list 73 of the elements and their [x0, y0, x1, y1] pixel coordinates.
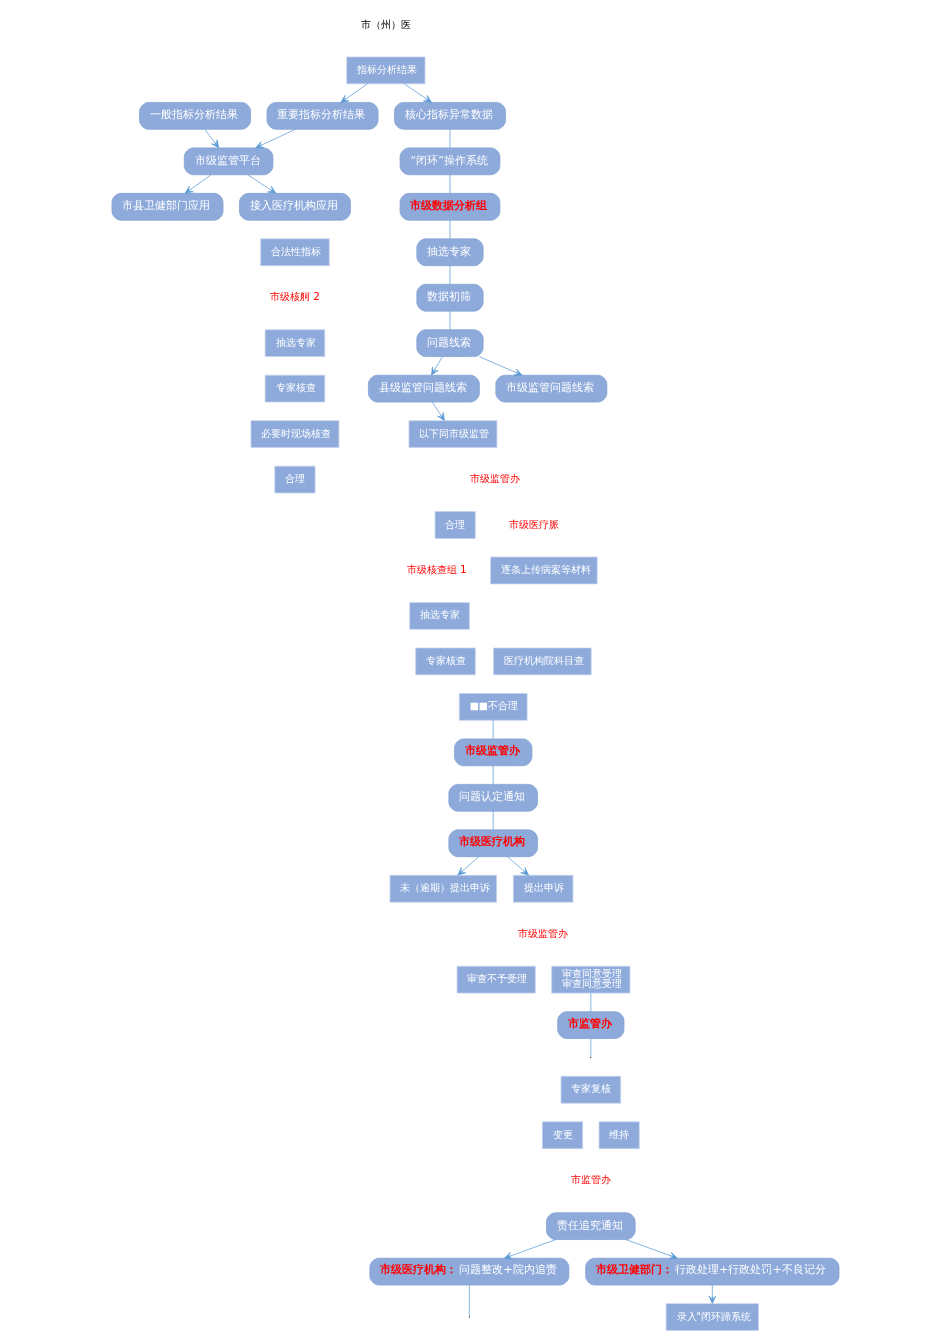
- arrow: [430, 356, 443, 376]
- arrow: [503, 1239, 556, 1260]
- connector: [492, 810, 494, 831]
- connector: [492, 765, 494, 785]
- arrow: [478, 356, 522, 376]
- label: 市级医疗脈: [508, 517, 559, 530]
- node-box: 责任追究通知: [545, 1212, 636, 1240]
- node-box: 市级监管办: [453, 738, 532, 767]
- node-box: 合法性指标: [259, 238, 330, 267]
- node-box: 核心指标异常数据: [393, 102, 506, 130]
- node-box: 接入医疗机构应用: [238, 193, 351, 221]
- node-box: 医疗机构院科目查: [492, 647, 592, 676]
- arrow: [203, 128, 219, 149]
- node-box: 一般指标分析结果: [138, 102, 251, 130]
- arrow: [339, 83, 368, 103]
- node-box: 合理: [273, 465, 315, 494]
- label: 市级核舸 2: [269, 290, 320, 303]
- node-box: 市级医疗机构: [448, 829, 538, 858]
- node-box: 数据初筛: [415, 283, 483, 312]
- connector: [589, 1038, 591, 1058]
- connector: [449, 174, 450, 194]
- node-box: 市级医疗机构： 问题整改+院内追责: [368, 1257, 569, 1286]
- arrow: [506, 856, 529, 876]
- node-box: 维持: [598, 1121, 640, 1149]
- arrow: [254, 128, 296, 149]
- node-box: 市级监管问题线索: [494, 374, 607, 403]
- connector: [449, 128, 450, 149]
- node-box: 合理: [434, 511, 476, 539]
- connector: [449, 310, 450, 330]
- arrow: [456, 856, 479, 876]
- node-box: 必要时现场核查: [250, 420, 339, 448]
- node-box: 市级卫健部门： 行政处理+行政处罚+不良记分: [584, 1257, 839, 1286]
- node-box: 专家核查: [264, 374, 325, 403]
- label: 市监管办: [570, 1173, 611, 1186]
- arrow: [403, 83, 432, 103]
- connector: [468, 1284, 470, 1317]
- arrow: [431, 401, 445, 421]
- node-box: 专家核查: [414, 647, 476, 676]
- node-box: ■■不合理: [458, 693, 527, 721]
- label: 市级核查组 1: [406, 563, 467, 576]
- arrow: [625, 1239, 678, 1260]
- node-box: 市监管办: [556, 1011, 624, 1039]
- node-box: 问题线索: [415, 329, 483, 357]
- node-box: 专家复核: [560, 1075, 621, 1104]
- node-box: 市县卫健部门应用: [111, 193, 223, 221]
- arrow: [708, 1284, 716, 1304]
- node-box: 县级监管问题线索: [367, 374, 480, 403]
- node-box: 指标分析结果: [345, 56, 425, 85]
- node-box: 市级数据分析组: [399, 193, 500, 221]
- node-box: 抽选专家: [264, 329, 325, 357]
- connector: [492, 719, 494, 740]
- node-box: “闭环”操作系统: [399, 147, 500, 176]
- arrow: [246, 174, 276, 194]
- label: 市级监管办: [469, 472, 520, 485]
- node-box: 重要指标分析结果: [266, 102, 378, 130]
- node-box: 问题认定通知: [448, 784, 538, 812]
- label: 市（州）医: [360, 17, 411, 30]
- arrow: [184, 174, 211, 194]
- node-box: 未（逾期）提出申诉: [389, 874, 497, 903]
- label: 市级监管办: [517, 926, 568, 939]
- node-box: 审查不予受理: [456, 965, 536, 994]
- node-box: 录入"闭环蹄系统: [665, 1303, 759, 1331]
- node-box: 变更: [541, 1121, 583, 1149]
- node-box: 以下同市级监管: [408, 420, 497, 448]
- node-box: 市级监管平台: [183, 147, 273, 176]
- node-box: 逐条上传病案等材料: [489, 556, 598, 585]
- node-box: 提出申诉: [512, 874, 573, 903]
- node-box: 审查同意受理 审查同意受理: [550, 965, 630, 994]
- connector: [449, 219, 450, 240]
- connector: [589, 992, 591, 1012]
- node-box: 抽选专家: [415, 238, 483, 267]
- connector: [449, 265, 450, 285]
- node-box: 抽选专家: [408, 602, 470, 630]
